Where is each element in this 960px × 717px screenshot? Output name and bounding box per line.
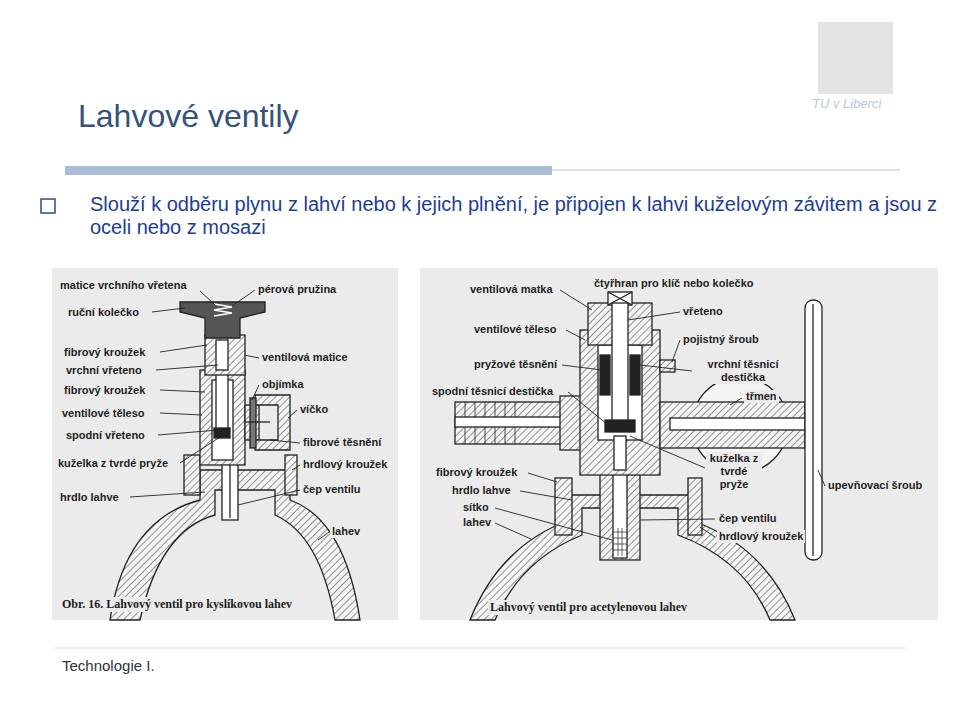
- part-label: upevňovací šroub: [826, 479, 924, 492]
- part-label: spodní vřeteno: [64, 429, 147, 442]
- logo-text: TU v Liberci: [812, 96, 881, 111]
- part-label: ventilová matice: [260, 351, 350, 364]
- bullet-square: [41, 199, 55, 213]
- part-label: ventilová matka: [468, 283, 555, 296]
- bullet-text: Slouží k odběru plynu z lahví nebo k jej…: [90, 193, 940, 239]
- part-label: čep ventilu: [717, 512, 778, 525]
- part-label: fibrový kroužek: [434, 466, 519, 479]
- part-label: ruční kolečko: [66, 306, 141, 319]
- part-label: matice vrchního vřetena: [58, 279, 189, 292]
- title-rule: [552, 169, 900, 171]
- part-label: spodní těsnicí destička: [430, 385, 555, 398]
- part-label: pryžové těsnění: [472, 358, 559, 371]
- part-label: lahev: [330, 525, 362, 538]
- footer-text: Technologie I.: [62, 657, 155, 674]
- part-label: hrdlový kroužek: [301, 458, 389, 471]
- part-label: vrchní vřeteno: [64, 364, 144, 377]
- part-label: třmen: [744, 390, 779, 403]
- part-label: ventilové těleso: [472, 323, 559, 336]
- part-label: čep ventilu: [301, 483, 362, 496]
- footer-rule: [55, 648, 905, 649]
- part-label: vrchní těsnicí destička: [693, 358, 793, 384]
- part-label: sítko: [461, 501, 491, 514]
- acetylene-valve-drawing: [455, 292, 822, 620]
- part-label: fibrový kroužek: [62, 346, 147, 359]
- part-label: hrdlo lahve: [450, 484, 513, 497]
- part-label: fibrový kroužek: [62, 384, 147, 397]
- figure-ground: [420, 268, 938, 620]
- figure-caption: Lahvový ventil pro acetylenovou lahev: [488, 600, 689, 615]
- part-label: víčko: [298, 403, 330, 416]
- title-bar: [65, 166, 552, 175]
- part-label: objímka: [260, 378, 306, 391]
- figure-caption: Obr. 16. Lahvový ventil pro kyslíkovou l…: [60, 597, 294, 612]
- logo-square: [818, 22, 893, 94]
- part-label: pojistný šroub: [681, 333, 761, 346]
- part-label: kuželka z tvrdé pryže: [706, 452, 762, 491]
- part-label: hrdlový kroužek: [717, 530, 805, 543]
- part-label: vřeteno: [681, 305, 725, 318]
- part-label: ventilové těleso: [60, 407, 147, 420]
- part-label: lahev: [461, 516, 493, 529]
- part-label: fibrové těsnění: [301, 436, 383, 449]
- slide-title: Lahvové ventily: [78, 98, 299, 135]
- part-label: kuželka z tvrdé pryže: [56, 457, 170, 470]
- part-label: pérová pružina: [256, 283, 338, 296]
- part-label: hrdlo lahve: [58, 491, 121, 504]
- figure-ground: [52, 268, 398, 620]
- part-label: čtyřhran pro klíč nebo kolečko: [592, 277, 756, 290]
